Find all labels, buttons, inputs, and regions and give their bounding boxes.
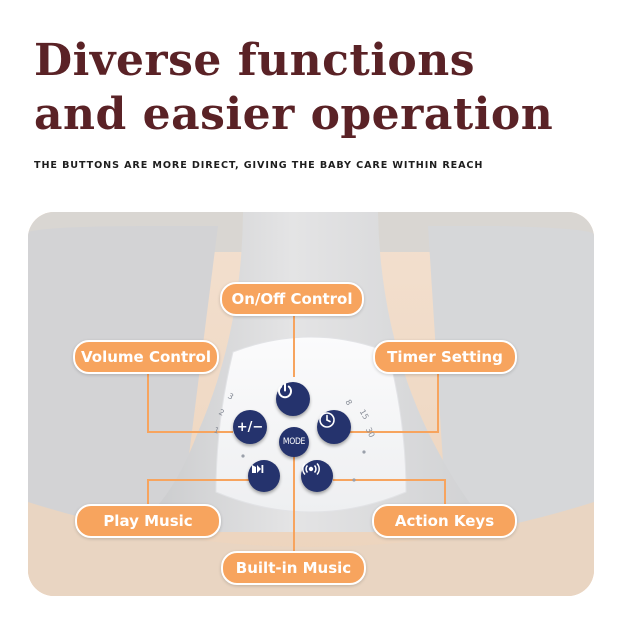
volume-button-label: +/− xyxy=(236,419,264,435)
volume-button[interactable]: +/− xyxy=(233,410,267,444)
leader-action-keys xyxy=(333,479,446,507)
leader-timer xyxy=(350,357,439,433)
action-keys-button[interactable] xyxy=(301,460,333,492)
power-icon xyxy=(278,383,292,399)
timer-button[interactable] xyxy=(317,410,351,444)
mode-button-label: MODE xyxy=(282,437,306,447)
mode-button[interactable]: MODE xyxy=(279,427,309,457)
label-play-music: Play Music xyxy=(75,504,221,538)
headline: Diverse functions and easier operation xyxy=(34,34,553,142)
base-rim xyxy=(28,502,594,596)
clock-icon xyxy=(319,412,335,428)
product-illustration xyxy=(28,212,594,596)
headline-line-2: and easier operation xyxy=(34,89,554,140)
left-base xyxy=(28,226,218,557)
vibration-icon xyxy=(302,462,320,476)
leader-play-music xyxy=(147,479,253,507)
headline-line-1: Diverse functions xyxy=(34,35,476,86)
leader-volume xyxy=(147,357,233,433)
subtitle: THE BUTTONS ARE MORE DIRECT, GIVING THE … xyxy=(34,160,484,171)
indicator-dot xyxy=(352,478,356,482)
label-built-in-music: Built-in Music xyxy=(221,551,366,585)
label-volume-control: Volume Control xyxy=(73,340,219,374)
music-note-icon xyxy=(252,465,264,473)
indicator-dot xyxy=(241,454,245,458)
label-timer-setting: Timer Setting xyxy=(373,340,517,374)
product-photo: 3 2 1 8 15 30 +/− MODE xyxy=(28,212,594,596)
play-music-button[interactable] xyxy=(248,460,280,492)
label-action-keys: Action Keys xyxy=(372,504,517,538)
power-button[interactable] xyxy=(276,382,310,416)
right-base xyxy=(428,226,594,557)
label-on-off-control: On/Off Control xyxy=(220,282,364,316)
indicator-dot xyxy=(362,450,366,454)
